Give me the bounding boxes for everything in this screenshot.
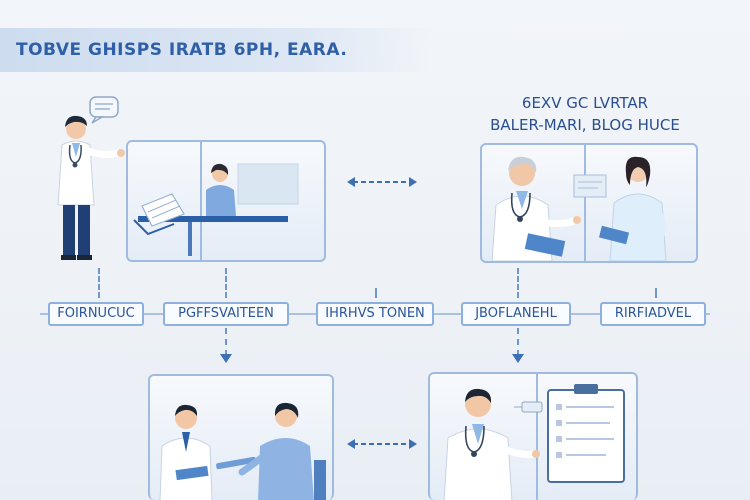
connector-down <box>517 328 519 356</box>
nurse-figure <box>598 156 667 261</box>
arrow-down-icon <box>512 354 524 363</box>
doctor-figure-right <box>443 388 540 500</box>
step-label-4: JBOFLANEHL <box>461 302 571 326</box>
side-title-line-1: 6EXV GC LVRTAR <box>521 94 649 112</box>
tag-icon <box>514 401 543 413</box>
clipboard-icon <box>547 384 625 483</box>
step-label-3: IHRHVS TONEN <box>316 302 434 326</box>
page-title: TOBVE GHISPS IRATB 6PH, EARA. <box>16 40 348 60</box>
side-title-line-2: BALER-MARI, BLOG HUCE <box>490 116 680 134</box>
patient-figure <box>206 163 236 216</box>
connector-tick <box>375 288 377 298</box>
connector-tick <box>225 268 227 298</box>
bidirectional-arrow-icon <box>345 437 419 451</box>
patient-seated-figure <box>238 402 326 500</box>
arrow-down-icon <box>220 354 232 363</box>
connector-tick <box>655 288 657 298</box>
step-label-5: RIRFIADVEL <box>600 302 706 326</box>
panel-consultation <box>148 374 334 500</box>
panel-doctor-nurse <box>480 143 698 263</box>
step-label-1: FOIRNUCUC <box>48 302 144 326</box>
speech-bubble-icon <box>89 96 119 124</box>
panel-divider <box>536 374 538 500</box>
step-label-2: PGFFSVAITEEN <box>163 302 289 326</box>
panel-divider <box>200 142 202 260</box>
connector-down <box>225 328 227 356</box>
bidirectional-arrow-icon <box>345 175 419 189</box>
connector-tick <box>517 268 519 298</box>
doctor-seated-figure <box>159 404 213 500</box>
panel-divider <box>584 145 586 261</box>
panel-patient-desk <box>126 140 326 262</box>
connector-tick <box>98 268 100 298</box>
title-banner <box>0 28 430 72</box>
panel-doctor-clipboard <box>428 372 638 500</box>
senior-doctor-figure <box>491 156 581 261</box>
doctor-figure-left <box>44 95 134 265</box>
